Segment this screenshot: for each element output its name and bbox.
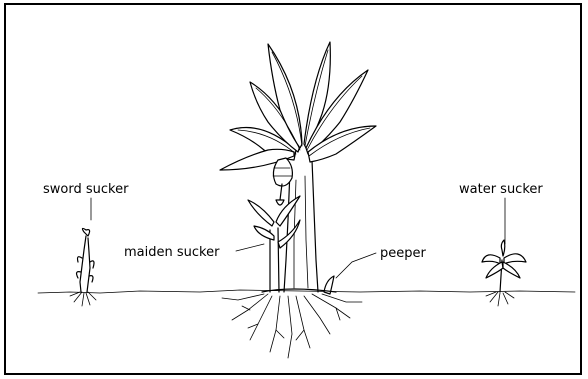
label-peeper: peeper <box>380 246 426 261</box>
mother-plant <box>220 42 376 358</box>
label-water-sucker: water sucker <box>459 182 543 197</box>
fruit-bunch <box>273 158 292 205</box>
peeper-pointer <box>336 253 376 278</box>
label-maiden-sucker: maiden sucker <box>124 245 220 260</box>
maiden-sucker-plant <box>248 196 300 292</box>
water-sucker-plant <box>482 240 526 306</box>
maiden-sucker-pointer <box>236 244 264 251</box>
root-system <box>222 289 362 358</box>
sword-sucker-plant <box>70 228 96 306</box>
label-sword-sucker: sword sucker <box>43 182 129 197</box>
